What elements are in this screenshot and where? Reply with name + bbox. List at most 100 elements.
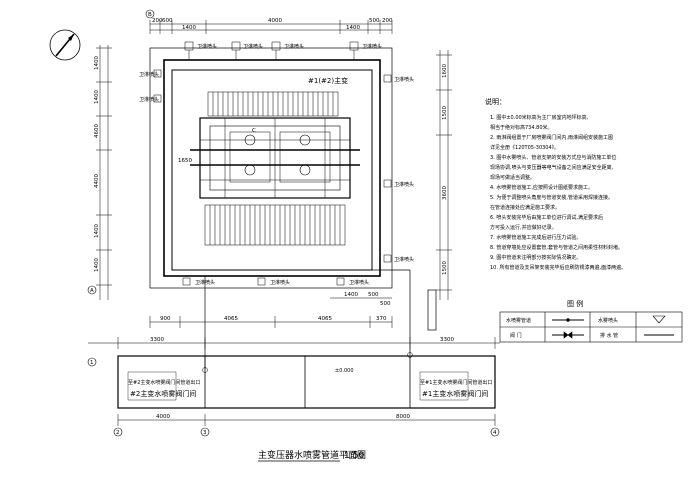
dim-top-3: 1400 bbox=[182, 25, 196, 31]
dim-left-4: 4400 bbox=[94, 174, 100, 188]
svg-text:3: 3 bbox=[203, 430, 207, 436]
note-line-6: 现场协调,喷头与变压器等电气设备之间应满足安全距离, bbox=[490, 164, 614, 171]
tag-top-2: 卫淋喷头 bbox=[243, 43, 263, 50]
spray-ring-pipe bbox=[171, 69, 373, 271]
dim-mid-4: 370 bbox=[376, 316, 387, 322]
bottom-sprinkler-tags bbox=[182, 277, 345, 286]
right-dimension-chain bbox=[436, 50, 452, 300]
note-line-14: 8. 管道穿墙处应设置套管,套管与管道之间用柔性材料封堵。 bbox=[490, 244, 623, 251]
dim-right-1: 1600 bbox=[442, 64, 448, 78]
dim-bottom-row-2: 500 bbox=[368, 292, 379, 298]
tag-bottom-2: 卫淋喷头 bbox=[270, 279, 290, 286]
left-valve-room-label: #2主变水喷雾阀门间 bbox=[130, 389, 196, 398]
bottom-dimension-chain bbox=[117, 414, 496, 426]
tag-bottom-3: 卫淋喷头 bbox=[349, 279, 369, 286]
note-line-13: 7. 水喷雾管道施工完成后进行压力试验。 bbox=[490, 234, 581, 241]
right-sprinkler-tags bbox=[383, 74, 392, 263]
top-dimension-chain bbox=[149, 20, 393, 34]
dim-right-3: 3600 bbox=[442, 186, 448, 200]
elevation-mark: ±0.000 bbox=[335, 368, 354, 374]
svg-text:1: 1 bbox=[90, 360, 94, 366]
dim-bottom-1: 4000 bbox=[156, 414, 170, 420]
note-line-11: 6. 喷头安装完毕后由施工单位进行调试,满足要求后 bbox=[490, 214, 603, 221]
dim-mid-2: 4065 bbox=[224, 316, 238, 322]
dim-axis-1: 3300 bbox=[150, 337, 164, 343]
note-line-9: 5. 为便于调整喷头角度与管道安装,管道采用焊接连接。 bbox=[490, 194, 613, 201]
right-room-small-label: 至#1主变水喷雾阀门间管道出口 bbox=[420, 379, 492, 386]
mid-bottom-dimension-chain bbox=[149, 316, 393, 328]
dim-left-1: 1400 bbox=[94, 56, 100, 70]
tag-left-2: 卫淋喷头 bbox=[139, 96, 159, 103]
note-line-15: 9. 图中管道未注明部分按实际情况确定。 bbox=[490, 254, 581, 261]
right-valve-room-label: #1主变水喷雾阀门间 bbox=[422, 389, 488, 398]
note-line-7: 现场可做适当调整。 bbox=[490, 174, 535, 181]
dim-axis-2: 3300 bbox=[440, 337, 454, 343]
legend-row1-left: 水喷雾管道 bbox=[506, 317, 531, 324]
tag-right-3: 卫淋喷头 bbox=[394, 256, 414, 263]
left-room-small-label: 至#2主变水喷雾阀门间管道出口 bbox=[128, 379, 200, 386]
note-line-5: 3. 图中水雾喷头、管道支架的安装方式应与消防施工单位 bbox=[490, 154, 616, 161]
svg-text:B: B bbox=[148, 12, 152, 18]
dim-right-4: 1500 bbox=[442, 261, 448, 275]
dim-inner-left: 1650 bbox=[178, 158, 192, 164]
dim-top-1: 200 bbox=[152, 18, 163, 24]
legend-row1-right: 水雾喷头 bbox=[598, 317, 618, 324]
legend-row2-left: 阀 门 bbox=[510, 332, 522, 339]
tag-top-4: 卫淋喷头 bbox=[362, 43, 382, 50]
dim-left-5: 1400 bbox=[94, 224, 100, 238]
dim-bottom-row-1: 1400 bbox=[344, 292, 358, 298]
axis-bubble-4: 4 bbox=[490, 427, 500, 437]
dim-top-4: 4000 bbox=[268, 18, 282, 24]
upper-radiator-bank bbox=[207, 91, 339, 117]
tag-left-1: 卫淋喷头 bbox=[139, 71, 159, 78]
legend-title: 图 例 bbox=[567, 299, 583, 308]
dim-top-6: 500 bbox=[369, 18, 380, 24]
drawing-scale: 1:50 bbox=[344, 451, 364, 461]
transformer-body bbox=[190, 117, 360, 199]
tag-right-1: 卫淋喷头 bbox=[394, 76, 414, 83]
dim-mid-1: 900 bbox=[160, 316, 171, 322]
axis-dimension-chain bbox=[88, 337, 500, 349]
axis-bubble-b: B bbox=[145, 9, 155, 19]
drawing-title: 主变压器水喷雾管道平面图 bbox=[258, 449, 366, 461]
axis-bubble-2: 2 bbox=[113, 427, 123, 437]
dim-bottom-row-3: 500 bbox=[380, 301, 391, 307]
note-line-3: 2. 雨淋阀组置于厂房喷雾阀门间内,雨淋阀组安装施工图 bbox=[490, 134, 613, 141]
note-line-10: 在管道连接处应满足施工要求。 bbox=[490, 204, 560, 211]
axis-bubble-1: 1 bbox=[87, 357, 97, 367]
dim-top-2: 600 bbox=[162, 18, 173, 24]
dim-left-3: 4600 bbox=[94, 124, 100, 138]
dim-right-2: 1500 bbox=[442, 106, 448, 120]
tag-top-3: 卫淋喷头 bbox=[284, 43, 304, 50]
legend-table bbox=[499, 311, 683, 343]
valve-room-building bbox=[117, 352, 496, 409]
note-line-16: 10. 所有管道及支吊架安装完毕后应刷防锈漆两遍,面漆两遍。 bbox=[490, 264, 626, 271]
tag-right-2: 卫淋喷头 bbox=[394, 181, 414, 188]
dim-top-7: 200 bbox=[382, 18, 393, 24]
dim-left-2: 1400 bbox=[94, 90, 100, 104]
svg-text:A: A bbox=[90, 288, 94, 294]
north-arrow-icon bbox=[49, 29, 81, 61]
lower-radiator-bank bbox=[204, 204, 346, 246]
dim-bottom-2: 8000 bbox=[396, 414, 410, 420]
axis-bubble-3: 3 bbox=[200, 427, 210, 437]
tag-top-1: 卫淋喷头 bbox=[197, 43, 217, 50]
svg-text:4: 4 bbox=[493, 430, 497, 436]
building-outline bbox=[149, 47, 393, 289]
left-sprinkler-tags bbox=[153, 69, 162, 103]
dim-mid-3: 4065 bbox=[318, 316, 332, 322]
note-line-12: 方可投入运行,并应做好记录。 bbox=[490, 224, 557, 231]
note-line-2: 相当于绝对标高734.80米。 bbox=[490, 124, 553, 131]
note-line-4: 详见全册《120T05-30304》。 bbox=[490, 144, 559, 151]
legend-row2-right: 排 水 管 bbox=[600, 332, 618, 339]
top-sprinkler-tags bbox=[184, 41, 359, 60]
svg-text:2: 2 bbox=[116, 430, 120, 436]
notes-heading: 说明： bbox=[485, 97, 506, 106]
axis-bubble-a: A bbox=[87, 285, 97, 295]
note-line-8: 4. 水喷雾管道施工,应按照设计图纸要求施工。 bbox=[490, 184, 593, 191]
dim-top-5: 1400 bbox=[346, 25, 360, 31]
dim-left-6: 1400 bbox=[94, 258, 100, 272]
left-dimension-chain bbox=[96, 45, 112, 300]
note-line-1: 1. 图中±0.00米标高为主厂房室内地坪标高, bbox=[490, 114, 589, 121]
